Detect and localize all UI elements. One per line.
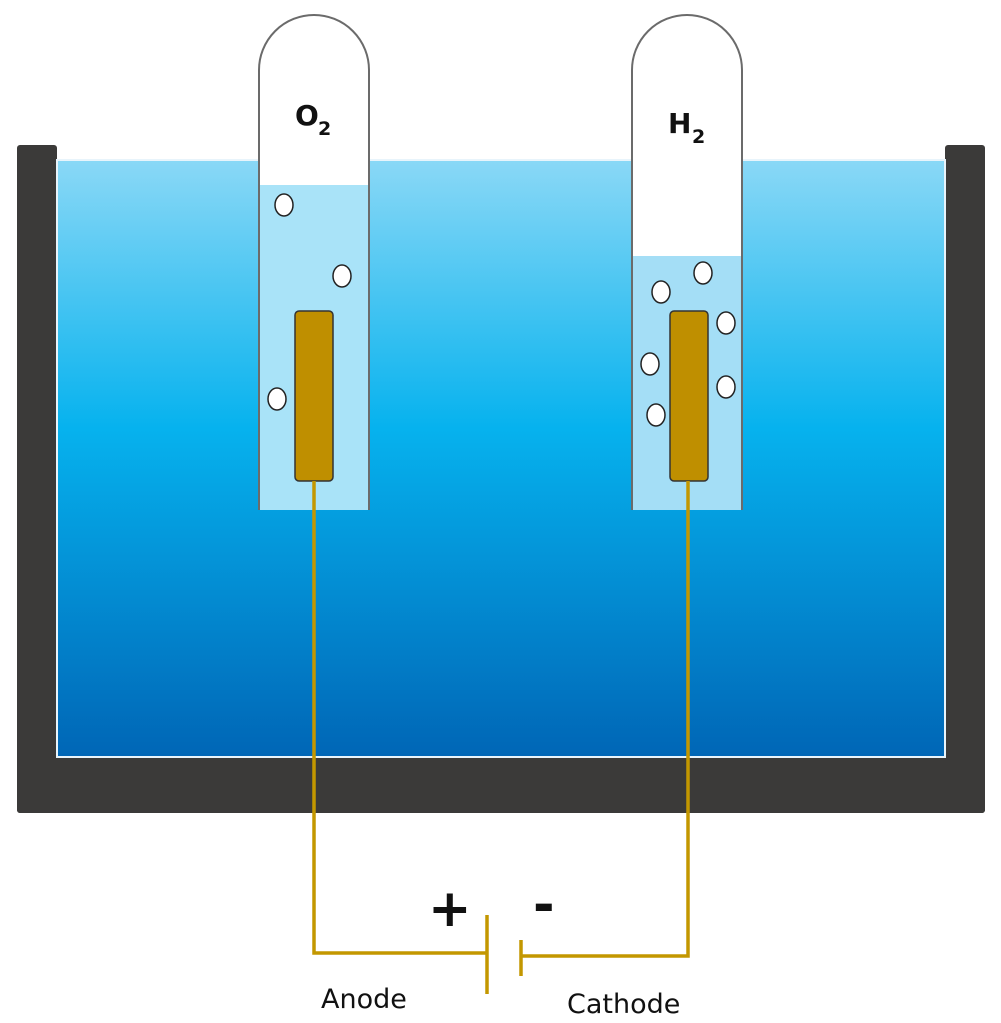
cathode-electrode (669, 310, 709, 482)
hydrogen-bubbles (640, 261, 736, 427)
cathode-label: Cathode (567, 989, 680, 1020)
circuit (312, 481, 690, 994)
oxygen-tube: O 2 (258, 14, 370, 510)
anode-label: Anode (321, 984, 407, 1015)
tank (17, 145, 985, 813)
negative-sign: - (533, 875, 555, 935)
hydrogen-label: H (668, 107, 691, 140)
oxygen-bubbles (267, 193, 352, 411)
water (56, 159, 946, 758)
oxygen-label: O (295, 99, 319, 132)
hydrogen-subscript: 2 (692, 126, 705, 148)
positive-sign: + (428, 879, 472, 939)
oxygen-subscript: 2 (318, 118, 331, 140)
anode-electrode (294, 310, 334, 482)
hydrogen-tube: H 2 (631, 14, 743, 510)
